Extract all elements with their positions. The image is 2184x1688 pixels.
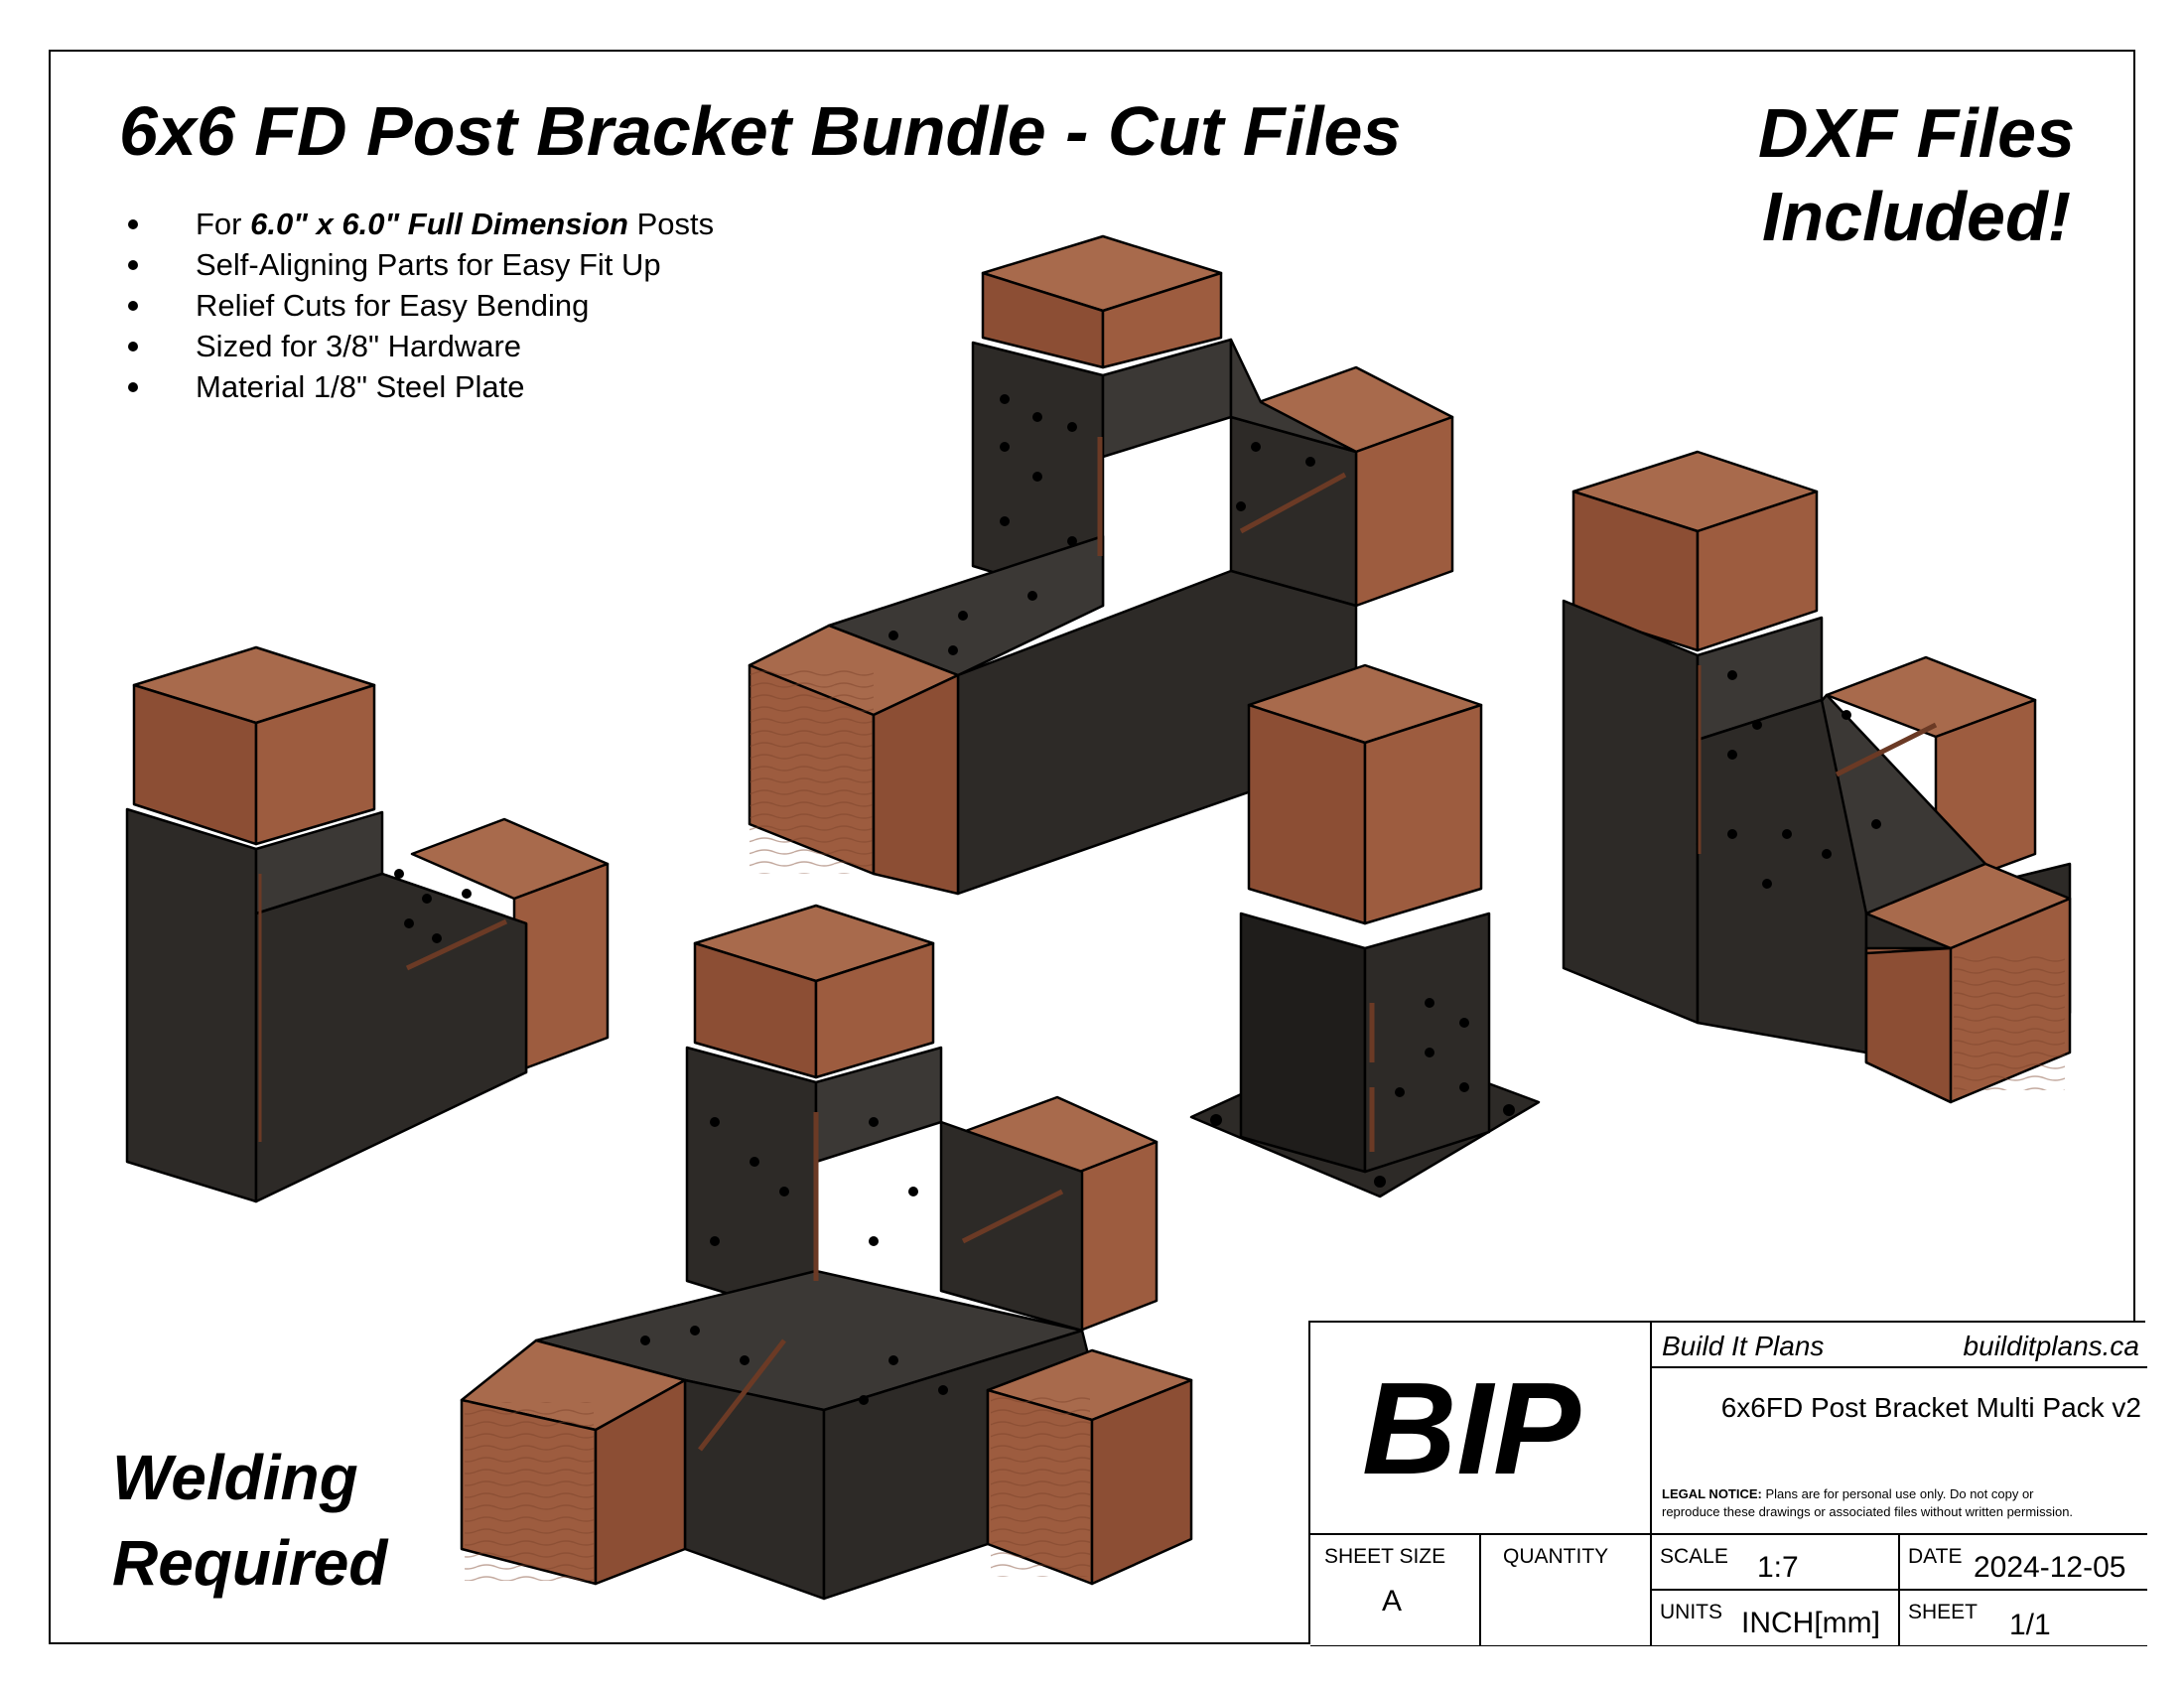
title-block: BIP Build It Plans builditplans.ca 6x6FD… [1308, 1321, 2147, 1646]
date-cell: DATE 2024-12-05 [1899, 1534, 2147, 1590]
bullet-icon [128, 219, 138, 229]
drawing-name: 6x6FD Post Bracket Multi Pack v2 [1720, 1392, 2141, 1423]
feature-item: Relief Cuts for Easy Bending [124, 285, 714, 326]
bullet-icon [128, 342, 138, 352]
website: builditplans.ca [1963, 1331, 2139, 1361]
legal-text-line2: reproduce these drawings or associated f… [1662, 1504, 2074, 1519]
logo-cell: BIP [1310, 1323, 1651, 1534]
corner-bracket [1562, 450, 2072, 1104]
feature-text: Material 1/8" Steel Plate [196, 369, 525, 404]
legal-text-line1: Plans are for personal use only. Do not … [1761, 1486, 2034, 1501]
welding-note-line1: Welding [112, 1442, 358, 1513]
company-cell: Build It Plans builditplans.ca [1651, 1323, 2147, 1367]
welding-note-line2: Required [112, 1527, 388, 1599]
bullet-icon [128, 382, 138, 392]
date-label: DATE [1908, 1545, 1963, 1568]
feature-item: Self-Aligning Parts for Easy Fit Up [124, 244, 714, 285]
feature-emphasis: 6.0" x 6.0" Full Dimension [250, 207, 628, 241]
feature-item: Sized for 3/8" Hardware [124, 326, 714, 366]
feature-item: For 6.0" x 6.0" Full Dimension Posts [124, 204, 714, 244]
quantity-label: QUANTITY [1503, 1545, 1609, 1568]
sheet-size-value: A [1382, 1585, 1403, 1618]
scale-cell: SCALE 1:7 [1651, 1534, 1899, 1590]
l-bracket [125, 645, 610, 1203]
post-base-bracket [1189, 663, 1541, 1198]
units-cell: UNITS INCH[mm] [1651, 1590, 1899, 1646]
bullet-icon [128, 301, 138, 311]
bip-logo: BIP [1362, 1355, 1581, 1501]
page-title: 6x6 FD Post Bracket Bundle - Cut Files [119, 92, 1402, 170]
feature-text: Sized for 3/8" Hardware [196, 329, 522, 363]
cross-bracket [460, 904, 1193, 1601]
feature-item: Material 1/8" Steel Plate [124, 366, 714, 407]
sheet-size-cell: SHEET SIZE A [1310, 1534, 1480, 1646]
scale-value: 1:7 [1757, 1551, 1799, 1584]
sheet-size-label: SHEET SIZE [1324, 1545, 1446, 1568]
bullet-icon [128, 260, 138, 270]
sheet-cell: SHEET 1/1 [1899, 1590, 2147, 1646]
legal-notice: LEGAL NOTICE: Plans are for personal use… [1662, 1485, 2073, 1521]
drawing-border [49, 50, 2135, 1644]
date-value: 2024-12-05 [1974, 1551, 2126, 1584]
feature-text: Relief Cuts for Easy Bending [196, 288, 590, 323]
dxf-callout: DXF Files Included! [1758, 91, 2075, 258]
units-value: INCH[mm] [1741, 1607, 1880, 1639]
sheet-label: SHEET [1908, 1601, 1979, 1623]
feature-list: For 6.0" x 6.0" Full Dimension Posts Sel… [124, 204, 714, 407]
welding-note: Welding Required [112, 1435, 387, 1606]
scale-label: SCALE [1660, 1545, 1728, 1568]
units-label: UNITS [1660, 1601, 1722, 1623]
feature-text-end: Posts [627, 207, 715, 241]
feature-text: Self-Aligning Parts for Easy Fit Up [196, 247, 661, 282]
legal-label: LEGAL NOTICE: [1662, 1486, 1762, 1501]
dxf-callout-line2: Included! [1761, 178, 2072, 255]
sheet-value: 1/1 [2009, 1609, 2051, 1641]
drawing-name-cell: 6x6FD Post Bracket Multi Pack v2 LEGAL N… [1651, 1367, 2147, 1534]
quantity-cell: QUANTITY [1480, 1534, 1651, 1646]
company-name: Build It Plans [1662, 1331, 1825, 1361]
dxf-callout-line1: DXF Files [1758, 94, 2075, 172]
feature-text: For [196, 207, 251, 241]
